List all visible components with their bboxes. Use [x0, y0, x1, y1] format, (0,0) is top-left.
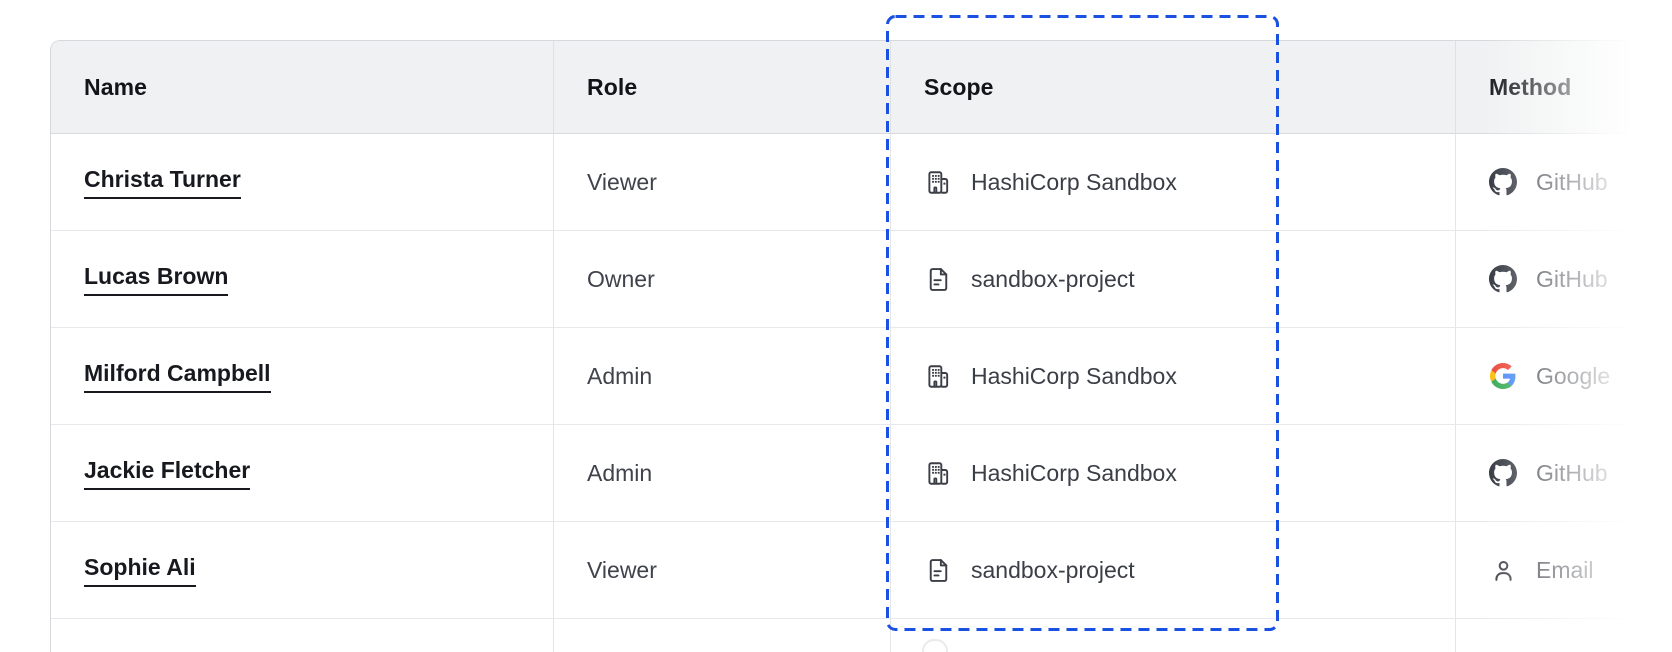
method-value: Email [1536, 556, 1594, 583]
org-building-icon [924, 168, 952, 196]
member-name-link[interactable]: Christa Turner [84, 166, 241, 199]
role-cell: Viewer [554, 134, 891, 230]
scope-value: sandbox-project [971, 556, 1135, 583]
name-cell: Lucas Brown [51, 231, 554, 327]
name-cell: Sophie Ali [51, 522, 554, 618]
cropped-row-icon-hint [922, 639, 948, 652]
github-icon [1489, 459, 1517, 487]
role-cell: Admin [554, 425, 891, 521]
role-cell: Owner [554, 231, 891, 327]
name-cell: Jackie Fletcher [51, 425, 554, 521]
method-cell: GitHub [1456, 231, 1672, 327]
column-header-name: Name [51, 41, 554, 133]
role-value: Viewer [587, 168, 657, 195]
method-cell: GitHub [1456, 134, 1672, 230]
scope-value: HashiCorp Sandbox [971, 362, 1177, 389]
github-icon [1489, 265, 1517, 293]
column-header-scope: Scope [891, 41, 1456, 133]
method-value: Google [1536, 362, 1611, 389]
method-value: GitHub [1536, 265, 1608, 292]
table-header-row: Name Role Scope Method [51, 41, 1672, 134]
scope-value: sandbox-project [971, 265, 1135, 292]
method-cell: Email [1456, 522, 1672, 618]
name-cell: Milford Campbell [51, 328, 554, 424]
member-name-link[interactable]: Milford Campbell [84, 360, 271, 393]
org-building-icon [924, 459, 952, 487]
scope-cell: sandbox-project [891, 231, 1456, 327]
role-cell: Admin [554, 328, 891, 424]
name-cell: Christa Turner [51, 134, 554, 230]
role-value: Admin [587, 459, 653, 486]
method-value: GitHub [1536, 168, 1608, 195]
table-row: Jackie Fletcher Admin HashiCorp Sandbox … [51, 425, 1672, 522]
role-value: Viewer [587, 556, 657, 583]
method-cell: GitHub [1456, 425, 1672, 521]
file-icon [924, 265, 952, 293]
scope-cell: HashiCorp Sandbox [891, 425, 1456, 521]
table-row: Milford Campbell Admin HashiCorp Sandbox… [51, 328, 1672, 425]
scope-value: HashiCorp Sandbox [971, 459, 1177, 486]
scope-value: HashiCorp Sandbox [971, 168, 1177, 195]
members-table: Name Role Scope Method Christa Turner Vi… [50, 40, 1672, 652]
file-icon [924, 556, 952, 584]
table-row: Lucas Brown Owner sandbox-project GitHub [51, 231, 1672, 328]
member-name-link[interactable]: Sophie Ali [84, 554, 196, 587]
table-row: Sophie Ali Viewer sandbox-project Email [51, 522, 1672, 619]
role-value: Owner [587, 265, 655, 292]
org-building-icon [924, 362, 952, 390]
table-row: Christa Turner Viewer HashiCorp Sandbox … [51, 134, 1672, 231]
role-cell: Viewer [554, 522, 891, 618]
scope-cell: sandbox-project [891, 522, 1456, 618]
google-icon [1489, 362, 1517, 390]
method-value: GitHub [1536, 459, 1608, 486]
member-name-link[interactable]: Lucas Brown [84, 263, 229, 296]
person-icon [1489, 556, 1517, 584]
role-value: Admin [587, 362, 653, 389]
column-header-role: Role [554, 41, 891, 133]
member-name-link[interactable]: Jackie Fletcher [84, 457, 251, 490]
column-header-method: Method [1489, 73, 1572, 100]
table-row-cropped [51, 619, 1672, 652]
method-cell: Google [1456, 328, 1672, 424]
github-icon [1489, 168, 1517, 196]
scope-cell: HashiCorp Sandbox [891, 328, 1456, 424]
scope-cell: HashiCorp Sandbox [891, 134, 1456, 230]
